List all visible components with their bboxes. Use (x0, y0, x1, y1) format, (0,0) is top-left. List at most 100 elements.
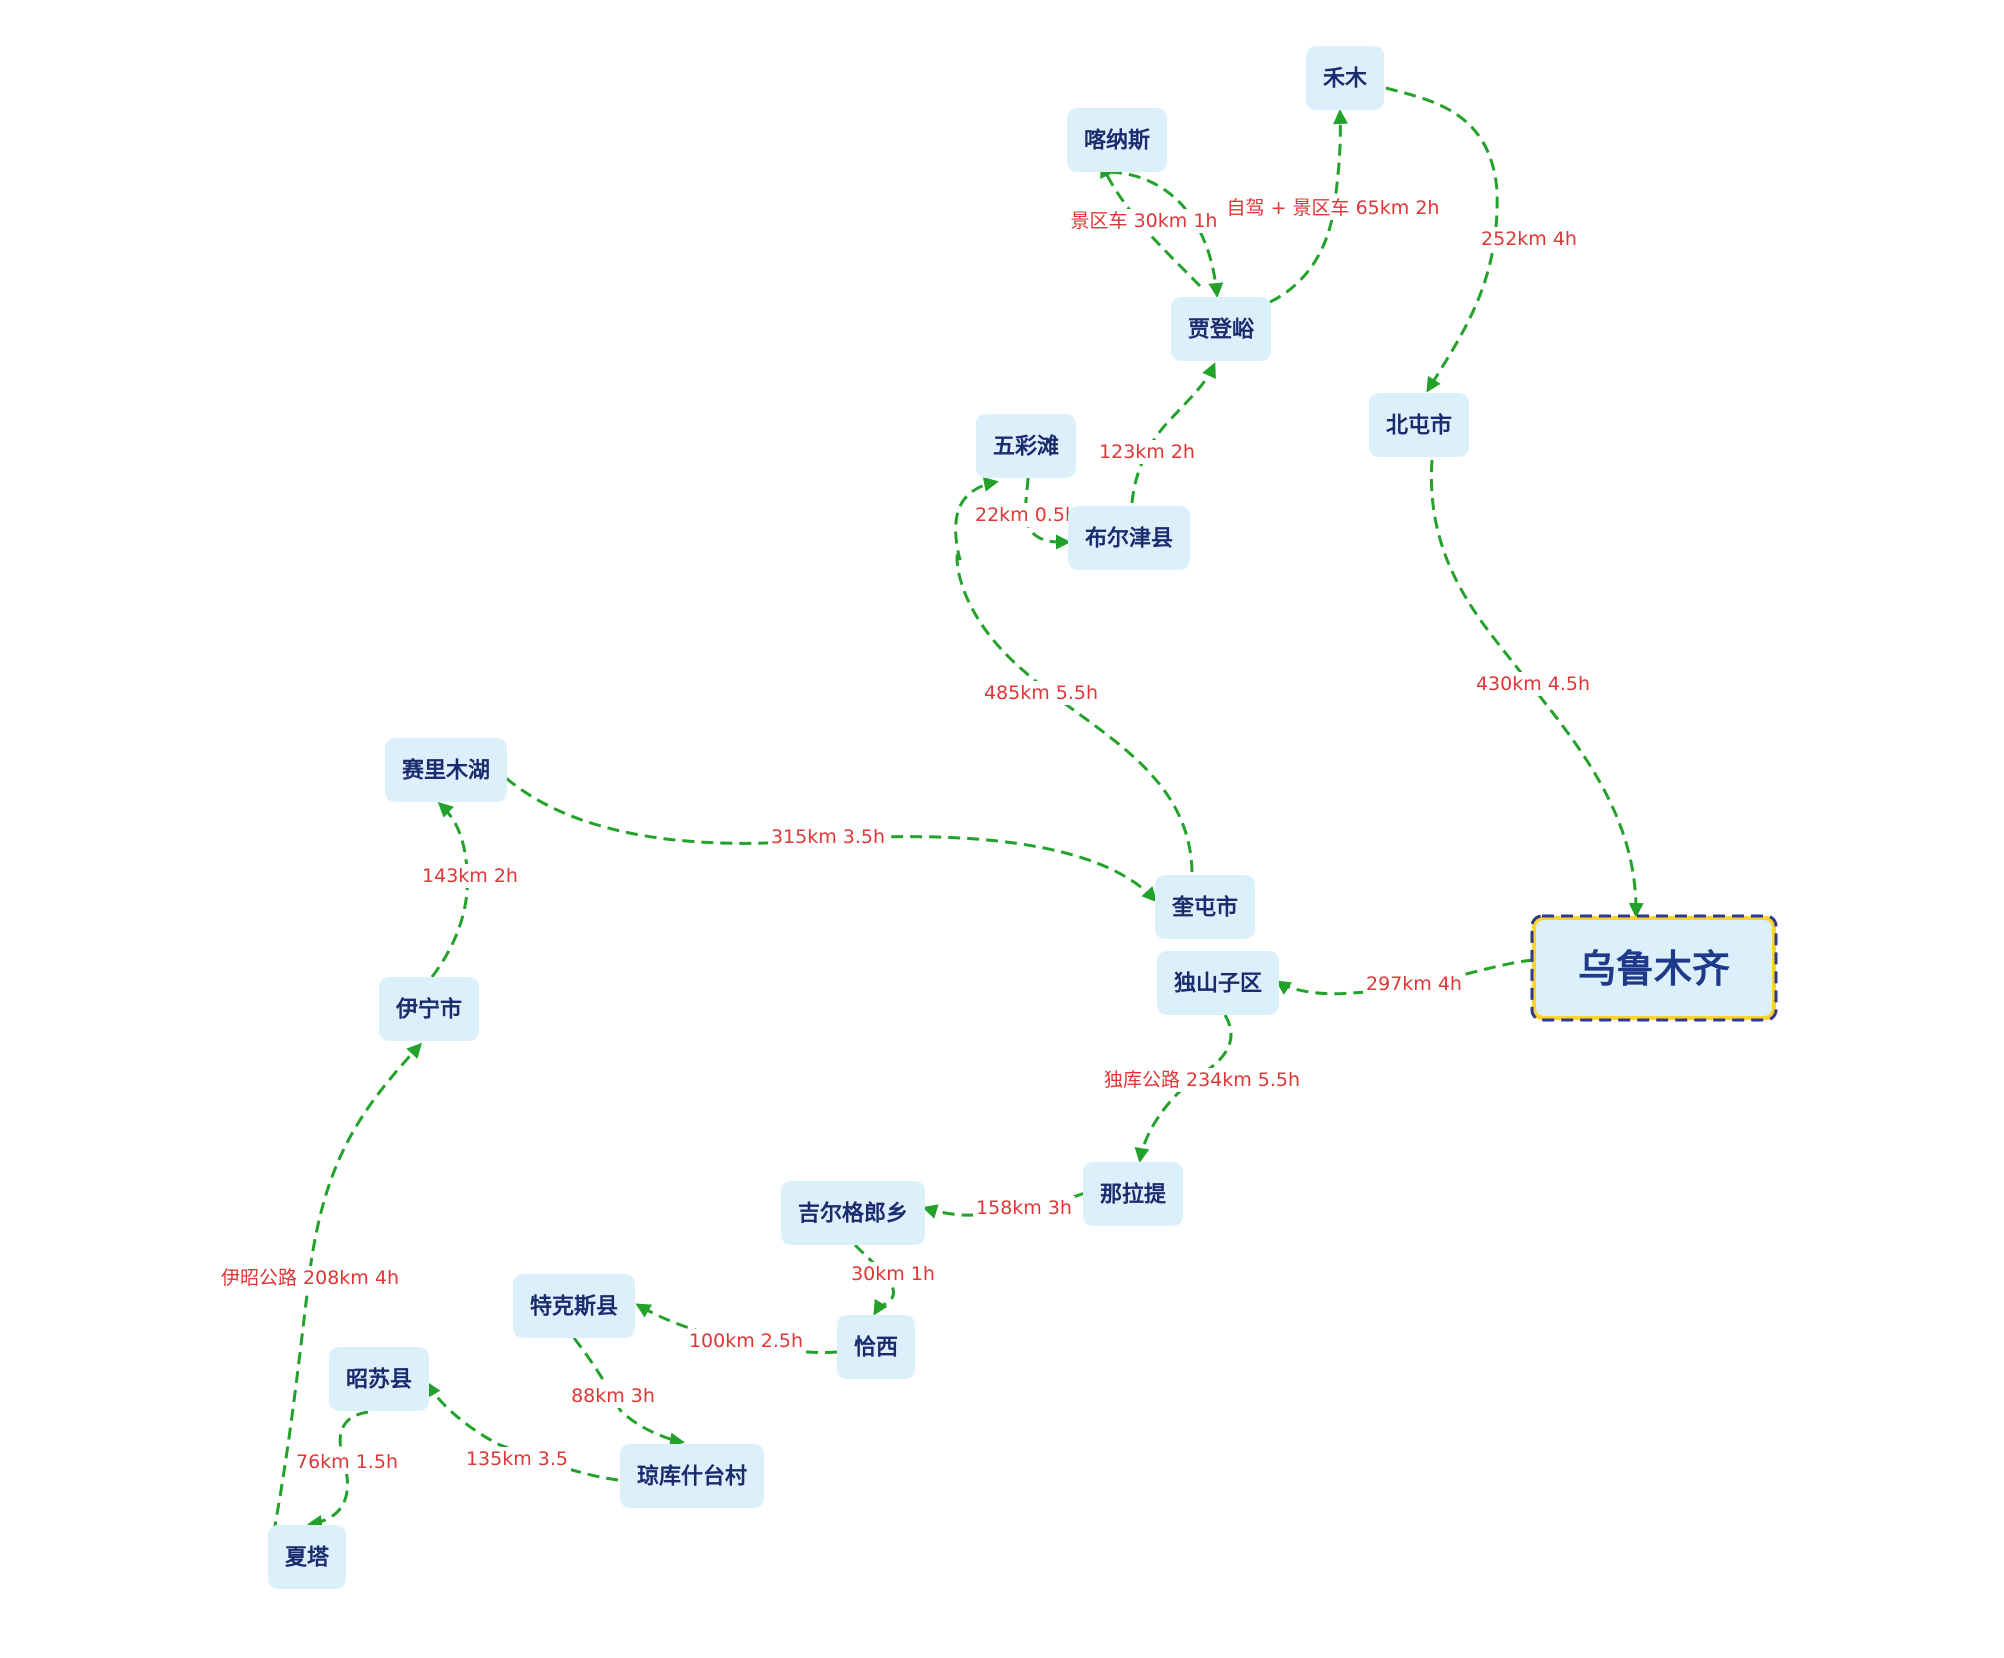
edge-label-bg (462, 1447, 572, 1471)
edge-label-text: 100km 2.5h (689, 1330, 803, 1352)
edge-qiongkushitai-zhaosu (426, 1381, 619, 1482)
node-box (1369, 393, 1469, 457)
edge-label-text: 252km 4h (1481, 228, 1577, 250)
node-box (976, 414, 1076, 478)
edge-label-bg (419, 864, 521, 888)
edge-label-bg (972, 503, 1080, 527)
edge-label-bg (1472, 672, 1594, 696)
node-box (1068, 506, 1190, 570)
edge-label-bg (1100, 1068, 1304, 1092)
edge-label-bg (980, 681, 1102, 705)
edge-label-hemu-jiadengyu: 自驾 + 景区车 65km 2h (1223, 196, 1443, 220)
edge-kuitun-wucaitan (954, 476, 1194, 873)
node-box (513, 1274, 635, 1338)
edge-label-bg (685, 1329, 807, 1353)
node-jirgelang[interactable]: 吉尔格郎乡 (781, 1181, 925, 1245)
node-box (1067, 108, 1167, 172)
edge-wucaitan-burqin (1024, 477, 1071, 550)
node-label: 布尔津县 (1085, 526, 1173, 552)
edge-label-bg (1478, 227, 1580, 251)
edge-label-tekes-qiongkushitai: 88km 3h (568, 1384, 658, 1408)
edge-label-qiongkushitai-zhaosu: 135km 3.5 (462, 1447, 572, 1471)
edge-burqin-jiadengyu (1130, 362, 1216, 504)
edge-label-text: 430km 4.5h (1476, 673, 1590, 695)
node-tekes[interactable]: 特克斯县 (513, 1274, 635, 1338)
node-qiongkushitai[interactable]: 琼库什台村 (620, 1444, 764, 1508)
edge-label-bg (1223, 196, 1443, 220)
edge-label-text: 30km 1h (851, 1263, 935, 1285)
edge-label-urumqi-dushanzi: 297km 4h (1363, 972, 1465, 996)
edge-label-bg (848, 1262, 938, 1286)
node-qiaxi[interactable]: 恰西 (837, 1315, 915, 1379)
node-box (1157, 951, 1279, 1015)
node-kanas[interactable]: 喀纳斯 (1067, 108, 1167, 172)
edge-label-yining-sailimu: 143km 2h (419, 864, 521, 888)
edge-label-text: 独库公路 234km 5.5h (1104, 1069, 1300, 1091)
node-label: 特克斯县 (530, 1294, 618, 1320)
node-box (781, 1181, 925, 1245)
edge-label-bg (1067, 209, 1221, 233)
node-box (837, 1315, 915, 1379)
node-label: 琼库什台村 (637, 1464, 747, 1490)
node-zhaosu[interactable]: 昭苏县 (329, 1347, 429, 1411)
edge-zhaosu-xiata (307, 1410, 369, 1530)
edge-label-burqin-jiadengyu: 123km 2h (1096, 440, 1198, 464)
node-label: 赛里木湖 (401, 758, 490, 784)
node-label: 恰西 (854, 1335, 898, 1361)
node-jiadengyu[interactable]: 贾登峪 (1171, 297, 1271, 361)
node-label: 那拉提 (1100, 1182, 1167, 1208)
edge-jirgelang-qiaxi (853, 1243, 895, 1316)
edge-label-text: 自驾 + 景区车 65km 2h (1227, 197, 1440, 219)
edge-tekes-qiongkushitai (572, 1337, 685, 1448)
node-box (620, 1444, 764, 1508)
node-label: 五彩滩 (993, 434, 1059, 460)
node-label: 乌鲁木齐 (1578, 947, 1730, 991)
edge-label-text: 143km 2h (422, 865, 518, 887)
edge-beitun-hemu (1385, 86, 1499, 393)
edge-label-bg (218, 1266, 402, 1290)
edge-label-bg (1096, 440, 1198, 464)
node-label: 昭苏县 (346, 1367, 412, 1393)
edge-kanas-jiadengyu-a (1100, 162, 1202, 288)
edge-label-text: 485km 5.5h (984, 682, 1098, 704)
edge-label-text: 158km 3h (976, 1197, 1072, 1219)
edge-urumqi-beitun (1429, 459, 1644, 918)
node-wucaitan[interactable]: 五彩滩 (976, 414, 1076, 478)
node-box (329, 1347, 429, 1411)
node-label: 贾登峪 (1188, 318, 1255, 343)
node-label: 伊宁市 (395, 997, 462, 1023)
node-kuitun[interactable]: 奎屯市 (1155, 875, 1255, 939)
edge-label-nalati-jirgelang: 158km 3h (973, 1196, 1075, 1220)
edge-kanas-jiadengyu-b (1109, 170, 1224, 298)
node-hemu[interactable]: 禾木 (1306, 46, 1384, 110)
edge-label-text: 297km 4h (1366, 973, 1462, 995)
node-nalati[interactable]: 那拉提 (1083, 1162, 1183, 1226)
node-xiata[interactable]: 夏塔 (268, 1525, 346, 1589)
node-box (1155, 875, 1255, 939)
node-label: 北屯市 (1386, 413, 1452, 439)
edge-label-qiaxi-tekes: 100km 2.5h (685, 1329, 807, 1353)
edge-label-bg (568, 1384, 658, 1408)
node-box (379, 977, 479, 1041)
node-dushanzi[interactable]: 独山子区 (1157, 951, 1279, 1015)
node-box (385, 738, 507, 802)
edge-label-text: 123km 2h (1099, 441, 1195, 463)
node-yining[interactable]: 伊宁市 (379, 977, 479, 1041)
node-hatch (1536, 920, 1772, 1016)
edge-label-sailimu-kuitun: 315km 3.5h (767, 825, 889, 849)
edge-label-bg (767, 825, 889, 849)
edge-label-text: 22km 0.5h (975, 504, 1077, 526)
node-beitun[interactable]: 北屯市 (1369, 393, 1469, 457)
edge-label-wucaitan-burqin: 22km 0.5h (972, 503, 1080, 527)
edge-label-jirgelang-qiaxi: 30km 1h (848, 1262, 938, 1286)
node-sailimu[interactable]: 赛里木湖 (385, 738, 507, 802)
edge-xiata-yining (268, 1042, 423, 1553)
node-urumqi[interactable]: 乌鲁木齐 (1530, 914, 1778, 1022)
edge-label-text: 135km 3.5 (466, 1448, 568, 1470)
node-burqin[interactable]: 布尔津县 (1068, 506, 1190, 570)
node-box (1306, 46, 1384, 110)
node-label: 奎屯市 (1171, 895, 1238, 921)
node-label: 夏塔 (285, 1546, 330, 1571)
node-label: 禾木 (1323, 67, 1368, 92)
